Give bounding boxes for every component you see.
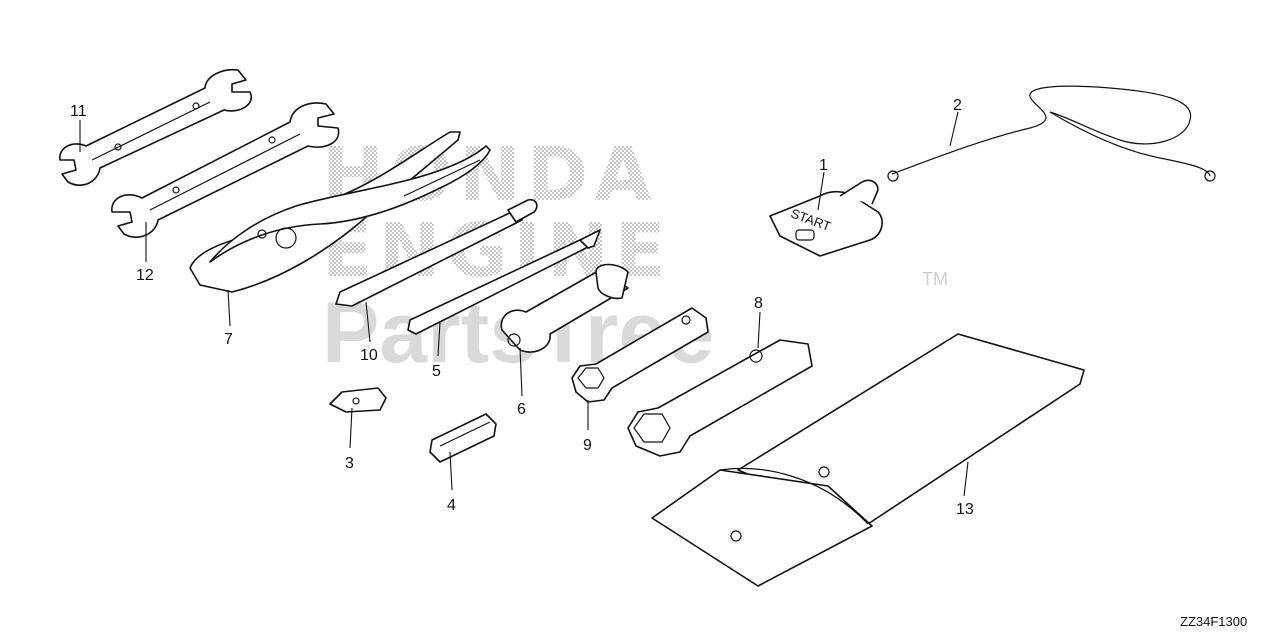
plug-wrench-handle: [500, 263, 629, 353]
callout-3: 3: [345, 455, 354, 472]
pliers: [189, 131, 491, 293]
box-spanner-long: [627, 339, 813, 457]
diagram-code: ZZ34F1300: [1180, 614, 1247, 629]
wrench-large: [111, 102, 340, 238]
callout-5: 5: [432, 363, 441, 380]
wrench-small: [59, 68, 253, 186]
box-spanner-short: [571, 307, 709, 403]
callout-7: 7: [224, 331, 233, 348]
callout-4: 4: [447, 497, 456, 514]
leader-lines: [79, 111, 969, 497]
callout-8: 8: [754, 295, 763, 312]
clip-part: [329, 387, 387, 413]
watermark-tm: TM: [922, 269, 948, 289]
callout-11: 11: [70, 103, 87, 120]
starter-rope: [887, 85, 1216, 182]
callout-1: 1: [819, 157, 828, 174]
tool-bag: [651, 333, 1085, 587]
screwdriver-phillips: [407, 229, 601, 335]
callout-10: 10: [360, 347, 378, 364]
callout-2: 2: [953, 97, 962, 114]
callout-13: 13: [956, 501, 974, 518]
callout-9: 9: [583, 437, 592, 454]
screwdriver-flat: [335, 198, 538, 307]
fuse-puller: [429, 413, 497, 463]
callout-6: 6: [517, 401, 526, 418]
starter-grip: START: [769, 179, 883, 257]
callout-12: 12: [136, 267, 154, 284]
